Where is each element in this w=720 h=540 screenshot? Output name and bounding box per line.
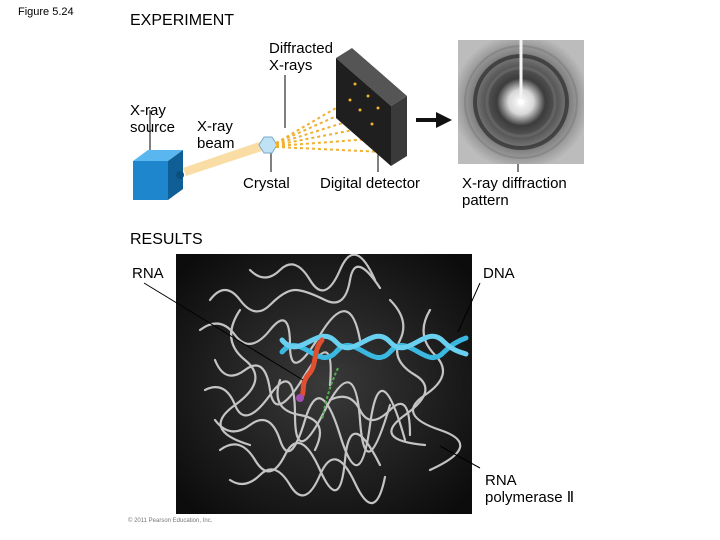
crystal-label: Crystal (243, 175, 290, 192)
results-heading: RESULTS (130, 231, 203, 248)
experiment-heading: EXPERIMENT (130, 12, 235, 29)
digital-detector (336, 48, 407, 166)
copyright-text: © 2011 Pearson Education, Inc. (128, 518, 213, 524)
diffracted-xrays-label: Diffracted X-rays (269, 40, 333, 74)
xray-beam (183, 141, 268, 176)
results-leader-lines (143, 282, 481, 469)
arrow-to-pattern (416, 112, 452, 128)
xray-source-box (133, 150, 184, 200)
xray-source-label: X-ray source (130, 102, 176, 136)
diffraction-pattern-image (458, 40, 584, 164)
rna-polymerase-label: RNA polymerase Ⅱ (485, 472, 575, 506)
xray-beam-label: X-ray beam (197, 118, 235, 152)
dna-label: DNA (483, 265, 515, 282)
diffraction-pattern-label: X-ray diffraction pattern (462, 175, 567, 209)
figure-label: Figure 5.24 (18, 6, 74, 18)
crystal-shape (258, 136, 278, 154)
digital-detector-label: Digital detector (320, 175, 421, 192)
rna-label: RNA (132, 265, 164, 282)
rna-polymerase-structure-image (176, 253, 472, 514)
